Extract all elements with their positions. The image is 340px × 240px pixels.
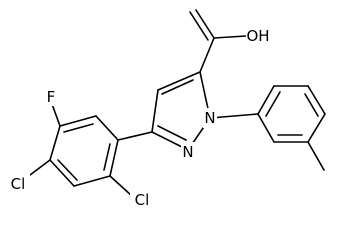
bond-ar2-ar3 [59, 115, 97, 127]
bond-ar3-ar4 [49, 125, 61, 161]
bond-ar4-ar5 [49, 159, 75, 187]
bond-ar5-ar6 [73, 175, 111, 187]
bond-tol6-tol1 [257, 113, 275, 143]
bond-ar6-cl [109, 175, 133, 197]
bond-ar6-ar1-double [103, 143, 111, 171]
bond-ar4-ar5-double [57, 159, 78, 181]
bond-ar6-ar1 [109, 139, 119, 177]
atom-labels: OH N N F Cl Cl [6, 26, 270, 210]
bond-tol3-tol4-double [304, 93, 319, 117]
bond-tol3-tol4 [307, 85, 326, 115]
atom-label-cl-ortho: Cl [135, 191, 150, 209]
bond-tol-methyl [307, 141, 325, 171]
bond-n1-tol1 [209, 113, 259, 119]
bond-tol1-tol2 [257, 85, 275, 115]
bond-c4-c3 [151, 89, 159, 133]
bond-tol4-tol5 [307, 113, 326, 143]
atom-label-n2: N [182, 143, 193, 161]
atom-label-n1: N [204, 109, 215, 127]
bond-ar3-f [51, 103, 61, 127]
atom-label-f: F [47, 88, 56, 106]
bond-ar2-ar3-double [63, 123, 94, 133]
bond-c-oh [213, 35, 247, 39]
chemical-structure-diagram: OH N N F Cl Cl [6, 9, 326, 210]
atom-label-oh: OH [246, 27, 269, 45]
bond-c5-ccooh [199, 37, 215, 73]
bond-c3-n2-double [157, 125, 187, 141]
bond-tol1-tol2-double [265, 91, 281, 117]
bond-c3-ar1 [117, 131, 153, 141]
bond-c-o-double-a [195, 9, 215, 39]
bonds [25, 9, 326, 197]
bond-c5-c4-double [161, 79, 194, 95]
bond-c5-c4 [157, 71, 201, 91]
bond-c-o-double-b [189, 11, 209, 41]
atom-label-cl-para: Cl [11, 175, 26, 193]
bond-ar1-ar2 [95, 115, 119, 141]
